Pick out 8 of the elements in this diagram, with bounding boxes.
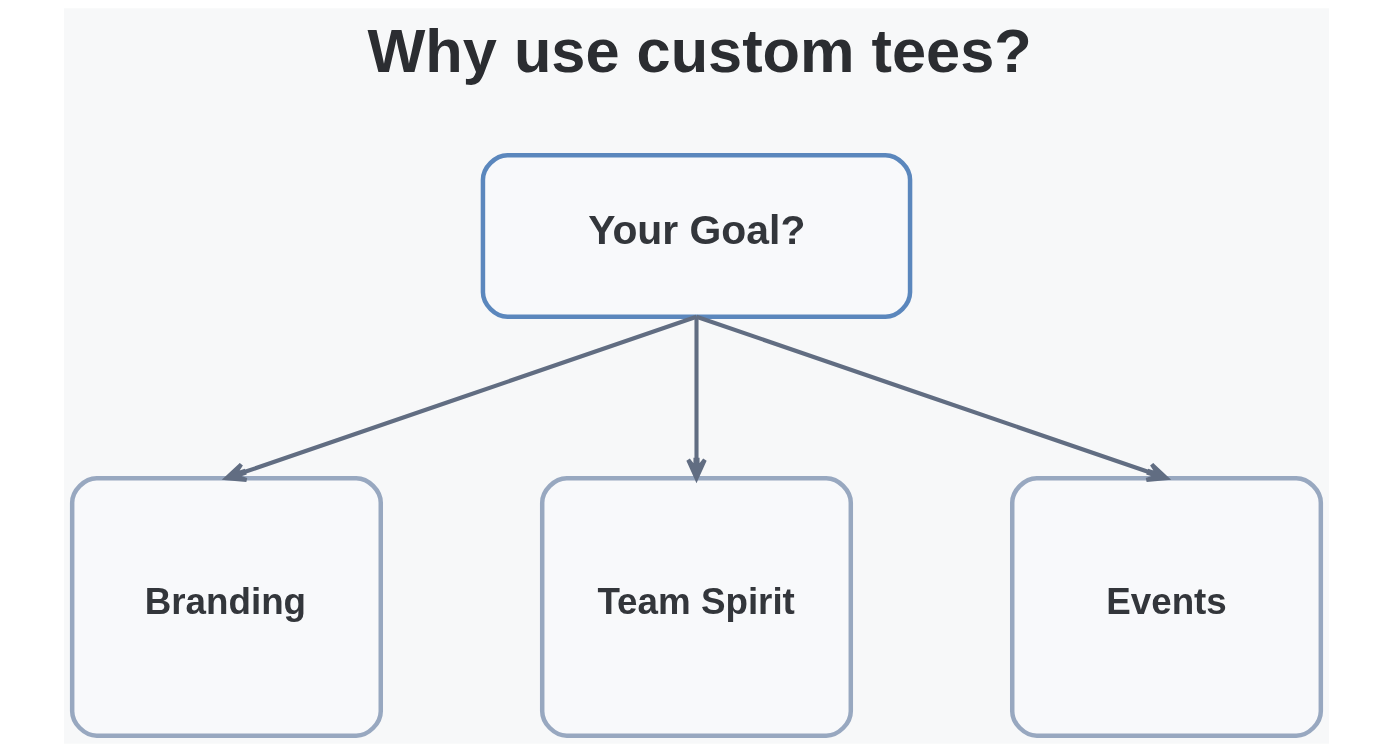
node-box: Events bbox=[1009, 475, 1323, 738]
node-box: Branding bbox=[69, 475, 383, 738]
arrow bbox=[695, 314, 1169, 483]
node-box: Your Goal? bbox=[480, 153, 912, 319]
diagram-title: Why use custom tees? bbox=[366, 16, 1032, 85]
node-box: Team Spirit bbox=[539, 475, 853, 738]
arrow bbox=[223, 314, 697, 483]
arrow bbox=[685, 316, 707, 481]
